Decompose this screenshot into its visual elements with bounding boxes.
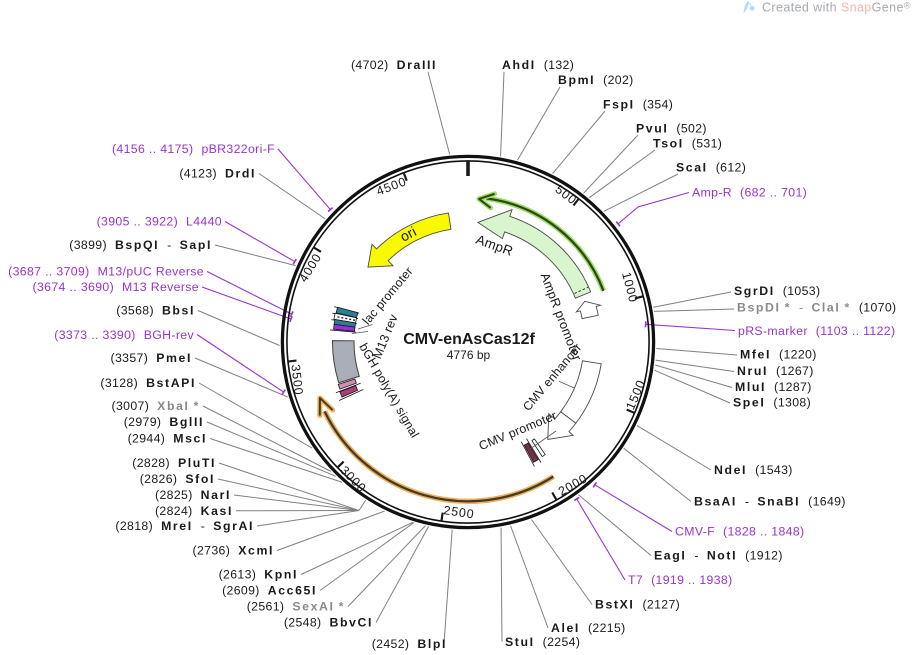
svg-text:AmpR: AmpR <box>474 232 515 259</box>
svg-text:4000: 4000 <box>296 251 324 285</box>
svg-text:AleI(2215): AleI(2215) <box>551 621 626 635</box>
svg-text:SgrDI(1053): SgrDI(1053) <box>734 284 820 298</box>
svg-text:(4123)DrdI: (4123)DrdI <box>179 167 256 181</box>
svg-text:(2561)SexAI *: (2561)SexAI * <box>247 600 345 614</box>
svg-text:MfeI(1220): MfeI(1220) <box>740 348 817 362</box>
svg-text:ScaI(612): ScaI(612) <box>676 161 746 175</box>
svg-text:(2818)MreI-SgrAI: (2818)MreI-SgrAI <box>115 519 254 533</box>
svg-text:BsaAI-SnaBI(1649): BsaAI-SnaBI(1649) <box>694 495 846 509</box>
svg-text:SpeI(1308): SpeI(1308) <box>733 396 811 410</box>
svg-text:(3373 .. 3390)BGH-rev: (3373 .. 3390)BGH-rev <box>54 328 194 342</box>
svg-text:(3128)BstAPI: (3128)BstAPI <box>100 376 196 390</box>
svg-text:(2979)BglII: (2979)BglII <box>124 415 204 429</box>
svg-text:FspI(354): FspI(354) <box>603 98 673 112</box>
svg-text:(4702)DraIII: (4702)DraIII <box>351 58 437 72</box>
svg-text:(3007)XbaI *: (3007)XbaI * <box>112 399 200 413</box>
svg-text:CMV-enAsCas12f: CMV-enAsCas12f <box>403 331 535 348</box>
svg-text:BspDI *-ClaI *(1070): BspDI *-ClaI *(1070) <box>737 301 897 315</box>
svg-text:AhdI(132): AhdI(132) <box>502 58 574 72</box>
svg-text:BstXI(2127): BstXI(2127) <box>595 598 680 612</box>
svg-text:(3674 .. 3690)M13 Reverse: (3674 .. 3690)M13 Reverse <box>33 280 199 294</box>
svg-text:CMV promoter: CMV promoter <box>477 408 559 453</box>
svg-text:Created with SnapGene®: Created with SnapGene® <box>762 1 911 15</box>
svg-text:(2828)PluTI: (2828)PluTI <box>132 456 216 470</box>
svg-text:(3568)BbsI: (3568)BbsI <box>116 304 195 318</box>
svg-text:(3899)BspQI-SapI: (3899)BspQI-SapI <box>69 238 212 252</box>
svg-text:MluI(1287): MluI(1287) <box>735 380 812 394</box>
svg-text:3500: 3500 <box>288 364 305 397</box>
svg-text:BpmI(202): BpmI(202) <box>558 73 634 87</box>
svg-text:(2613)KpnI: (2613)KpnI <box>219 568 298 582</box>
svg-text:ori: ori <box>397 223 419 245</box>
svg-text:(2452)BlpI: (2452)BlpI <box>372 637 447 651</box>
svg-text:pRS-marker(1103 .. 1122): pRS-marker(1103 .. 1122) <box>738 324 895 338</box>
svg-text:NruI(1267): NruI(1267) <box>737 364 814 378</box>
svg-text:(2826)SfoI: (2826)SfoI <box>140 472 215 486</box>
svg-text:(3905 .. 3922)L4440: (3905 .. 3922)L4440 <box>97 215 222 229</box>
svg-text:(2736)XcmI: (2736)XcmI <box>193 544 274 558</box>
svg-text:(4156 .. 4175)pBR322ori-F: (4156 .. 4175)pBR322ori-F <box>112 142 275 156</box>
svg-text:(3357)PmeI: (3357)PmeI <box>111 351 192 365</box>
svg-text:(2548)BbvCI: (2548)BbvCI <box>284 616 373 630</box>
svg-text:Amp-R(682 .. 701): Amp-R(682 .. 701) <box>692 186 807 200</box>
svg-text:PvuI(502): PvuI(502) <box>636 122 707 136</box>
svg-text:(3687 .. 3709)M13/pUC Reverse: (3687 .. 3709)M13/pUC Reverse <box>8 265 204 279</box>
svg-text:(2825)NarI: (2825)NarI <box>155 488 231 502</box>
svg-text:NdeI(1543): NdeI(1543) <box>714 463 793 477</box>
svg-text:4776 bp: 4776 bp <box>447 348 491 362</box>
svg-text:(2824)KasI: (2824)KasI <box>155 504 233 518</box>
svg-text:(2944)MscI: (2944)MscI <box>128 432 207 446</box>
svg-text:CMV-F(1828 .. 1848): CMV-F(1828 .. 1848) <box>675 525 804 539</box>
svg-text:bGH poly(A) signal: bGH poly(A) signal <box>356 341 422 440</box>
svg-text:StuI(2254): StuI(2254) <box>505 635 580 649</box>
svg-text:T7(1919 .. 1938): T7(1919 .. 1938) <box>628 573 733 587</box>
svg-text:TsoI(531): TsoI(531) <box>653 137 722 151</box>
svg-text:(2609)Acc65I: (2609)Acc65I <box>222 584 317 598</box>
svg-text:2500: 2500 <box>443 503 476 521</box>
svg-text:EagI-NotI(1912): EagI-NotI(1912) <box>654 549 783 563</box>
